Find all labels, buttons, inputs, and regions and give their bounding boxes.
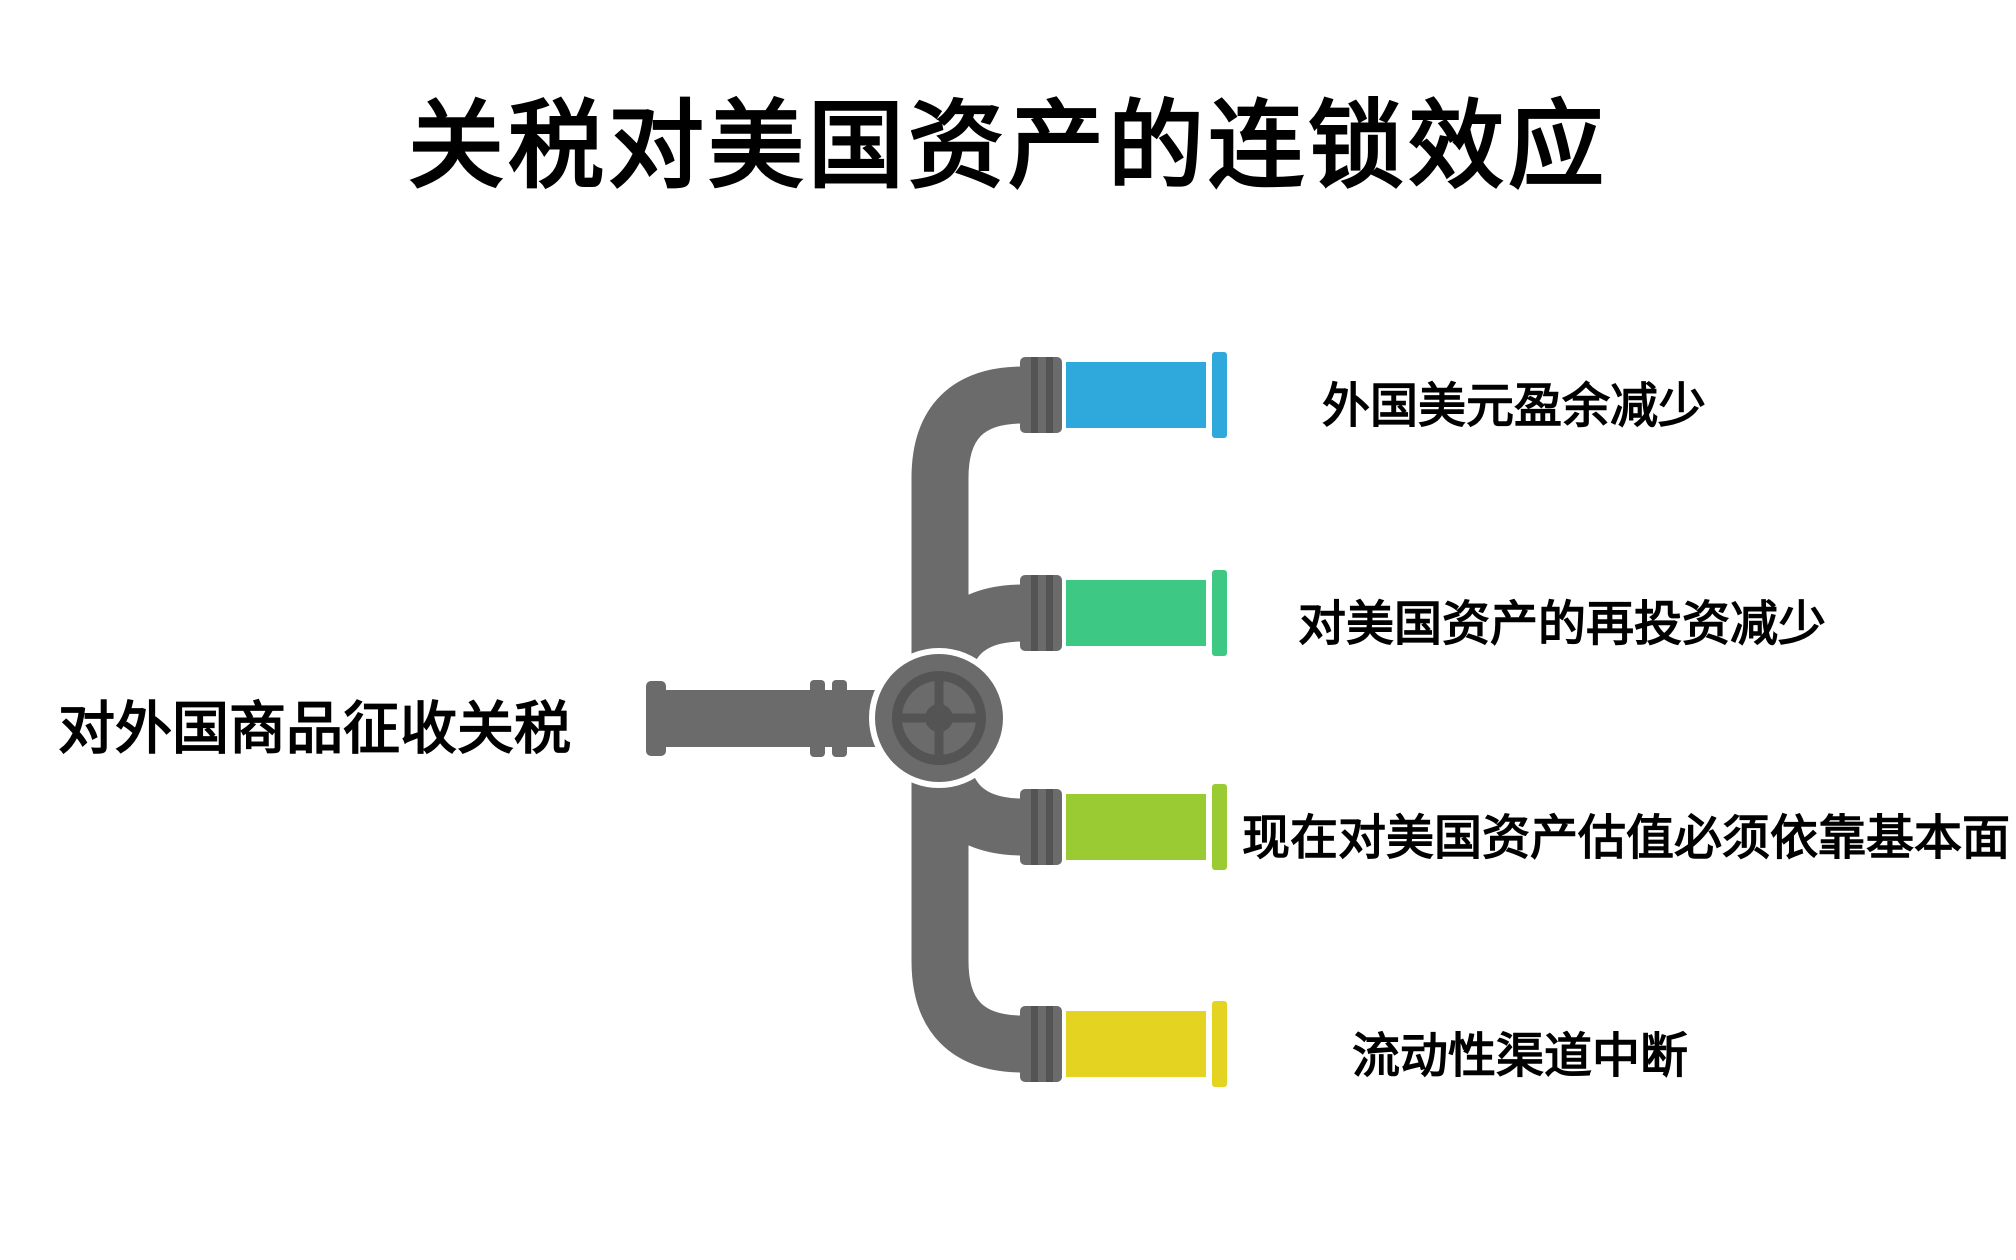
valve-wheel bbox=[869, 648, 1009, 788]
branch-1-flange bbox=[1020, 357, 1062, 433]
branch-1-colored-body bbox=[1066, 362, 1206, 428]
branch-1-end-cap bbox=[1212, 352, 1227, 438]
valve-hub bbox=[925, 704, 953, 732]
branch-3-flange bbox=[1020, 789, 1062, 865]
pipe-main-left-flange bbox=[646, 681, 666, 756]
branch-2-end-cap bbox=[1212, 570, 1227, 656]
branch-4-flange bbox=[1020, 1006, 1062, 1082]
branch-2-colored-body bbox=[1066, 580, 1206, 646]
branch-1-flange-ridge-b bbox=[1046, 357, 1053, 433]
pipe-branch-curves bbox=[911, 366, 1050, 1073]
branch-label-3: 现在对美国资产估值必须依靠基本面 bbox=[1242, 812, 2011, 865]
branch-4-flange-ridge-b bbox=[1046, 1006, 1053, 1082]
branch-3-flange-ridge-a bbox=[1031, 789, 1038, 865]
branch-terminal-3 bbox=[1020, 784, 1227, 870]
branch-label-2: 对美国资产的再投资减少 bbox=[1298, 598, 1827, 651]
branch-2-flange-ridge-a bbox=[1031, 575, 1038, 651]
pipe-curve-branch-4 bbox=[911, 718, 1050, 1073]
branch-2-flange-ridge-b bbox=[1046, 575, 1053, 651]
branch-3-colored-body bbox=[1066, 794, 1206, 860]
branch-2-flange bbox=[1020, 575, 1062, 651]
branch-3-flange-ridge-b bbox=[1046, 789, 1053, 865]
page-title: 关税对美国资产的连锁效应 bbox=[408, 93, 1608, 200]
pipe-curve-branch-1 bbox=[911, 366, 1050, 718]
branch-4-flange-ridge-a bbox=[1031, 1006, 1038, 1082]
branch-label-1: 外国美元盈余减少 bbox=[1322, 380, 1707, 433]
branch-terminal-4 bbox=[1020, 1001, 1227, 1087]
branch-terminal-1 bbox=[1020, 352, 1227, 438]
source-node-label: 对外国商品征收关税 bbox=[58, 697, 571, 761]
branch-3-end-cap bbox=[1212, 784, 1227, 870]
pipe-main-mid-flange-2 bbox=[832, 680, 847, 757]
pipe-main-mid-flange-1 bbox=[810, 680, 825, 757]
pipe-main-inlet bbox=[646, 680, 910, 757]
branch-label-4: 流动性渠道中断 bbox=[1352, 1030, 1689, 1083]
pipe-main-body bbox=[660, 690, 910, 747]
branch-4-colored-body bbox=[1066, 1011, 1206, 1077]
branch-4-end-cap bbox=[1212, 1001, 1227, 1087]
branch-terminal-2 bbox=[1020, 570, 1227, 656]
branch-1-flange-ridge-a bbox=[1031, 357, 1038, 433]
